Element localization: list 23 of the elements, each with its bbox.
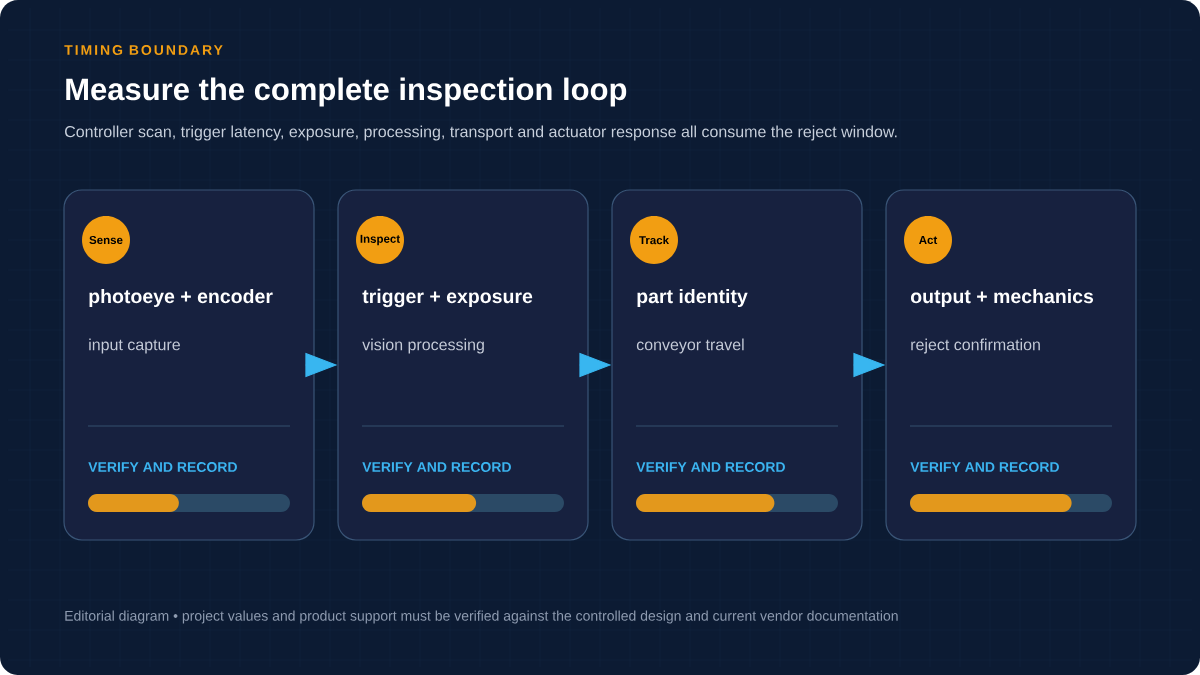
status-label: VERIFY AND RECORD <box>910 462 1059 472</box>
card-description: conveyor travel <box>636 338 744 354</box>
footnote: Editorial diagram • project values and product support must be verified against the controlled design and current vendor documentation <box>65 610 898 624</box>
card-heading: part identity <box>637 288 748 308</box>
status-label: VERIFY AND RECORD <box>636 462 785 472</box>
status-label: VERIFY AND RECORD <box>362 462 511 472</box>
card-description: vision processing <box>362 338 484 354</box>
step-badge: Track <box>630 216 678 264</box>
arrow <box>305 353 337 377</box>
eyebrow-label: TIMING BOUNDARY <box>64 45 223 55</box>
arrow <box>579 353 611 377</box>
title: Measure the complete inspection loop <box>66 77 627 107</box>
arrow <box>853 353 885 377</box>
card-description: input capture <box>89 338 180 354</box>
card-heading: output + mechanics <box>911 288 1094 308</box>
card-heading: photoeye + encoder <box>89 288 273 308</box>
step-badge: Inspect <box>356 216 404 264</box>
card-heading: trigger + exposure <box>362 288 533 308</box>
step-badge: Act <box>904 216 952 264</box>
subtitle: Controller scan, trigger latency, exposure, processing, transport and actuator response all consume the reject window. <box>65 125 897 141</box>
card-description: reject confirmation <box>911 338 1040 354</box>
step-badge: Sense <box>82 216 130 264</box>
status-label: VERIFY AND RECORD <box>88 462 237 472</box>
